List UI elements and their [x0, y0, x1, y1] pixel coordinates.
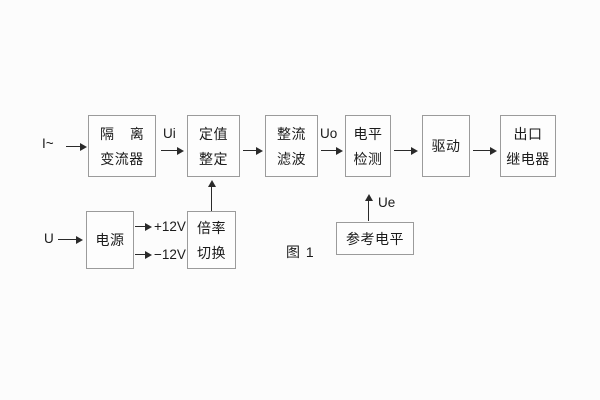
block-rectify-line2: 滤波 — [277, 150, 306, 167]
input-current-label: I~ — [42, 136, 54, 151]
arrow-right-icon — [490, 147, 497, 155]
arrow-right-icon — [76, 236, 83, 244]
block-multiplier-line2: 切换 — [197, 244, 226, 261]
arrow-up-icon — [365, 194, 373, 201]
block-output-line1: 出口 — [513, 125, 543, 142]
connector-rail-positive — [135, 226, 148, 227]
connector-rectify-to-level — [321, 150, 338, 151]
rail-negative-label: −12V — [154, 247, 186, 262]
block-isolation-transformer[interactable]: 隔 离 变流器 — [88, 115, 156, 177]
block-multiplier-switch[interactable]: 倍率 切换 — [187, 211, 236, 269]
connector-drive-to-output — [473, 150, 493, 151]
arrow-right-icon — [336, 147, 343, 155]
block-power-supply[interactable]: 电源 — [86, 211, 134, 269]
signal-uo-label: Uo — [320, 126, 338, 141]
connector-multiplier-to-setting — [211, 186, 212, 211]
arrow-right-icon — [80, 143, 87, 151]
rail-positive-label: +12V — [154, 219, 186, 234]
connector-input-current — [66, 146, 82, 147]
block-output-relay[interactable]: 出口 继电器 — [500, 115, 556, 177]
arrow-right-icon — [177, 147, 184, 155]
block-drive-line1: 驱动 — [431, 138, 461, 154]
arrow-right-icon — [256, 147, 263, 155]
connector-rail-negative — [135, 254, 148, 255]
block-reference-line1: 参考电平 — [346, 230, 404, 247]
block-setting-adjustment[interactable]: 定值 整定 — [187, 115, 240, 177]
block-setting-line2: 整定 — [199, 150, 228, 167]
connector-level-to-drive — [394, 150, 414, 151]
block-level-line2: 检测 — [353, 150, 383, 167]
block-isolation-line2: 变流器 — [100, 150, 144, 167]
block-drive[interactable]: 驱动 — [422, 115, 470, 177]
figure-caption: 图 1 — [286, 244, 315, 260]
block-reference-level[interactable]: 参考电平 — [336, 222, 414, 255]
arrow-right-icon — [145, 251, 152, 259]
signal-ue-label: Ue — [378, 195, 396, 210]
block-level-line1: 电平 — [353, 125, 383, 142]
arrow-up-icon — [208, 180, 216, 187]
block-power-line1: 电源 — [95, 232, 125, 248]
block-multiplier-line1: 倍率 — [197, 219, 226, 236]
block-rectify-filter[interactable]: 整流 滤波 — [265, 115, 318, 177]
block-level-detection[interactable]: 电平 检测 — [345, 115, 391, 177]
block-output-line2: 继电器 — [506, 150, 550, 167]
block-setting-line1: 定值 — [199, 125, 228, 142]
arrow-right-icon — [411, 147, 418, 155]
connector-reference-to-level — [368, 200, 369, 221]
block-rectify-line1: 整流 — [277, 125, 306, 142]
arrow-right-icon — [145, 223, 152, 231]
input-voltage-label: U — [44, 231, 54, 246]
connector-input-voltage — [58, 239, 78, 240]
signal-ui-label: Ui — [163, 126, 176, 141]
connector-isolation-to-setting — [161, 150, 179, 151]
block-isolation-line1: 隔 离 — [100, 125, 150, 142]
connector-setting-to-rectify — [243, 150, 259, 151]
